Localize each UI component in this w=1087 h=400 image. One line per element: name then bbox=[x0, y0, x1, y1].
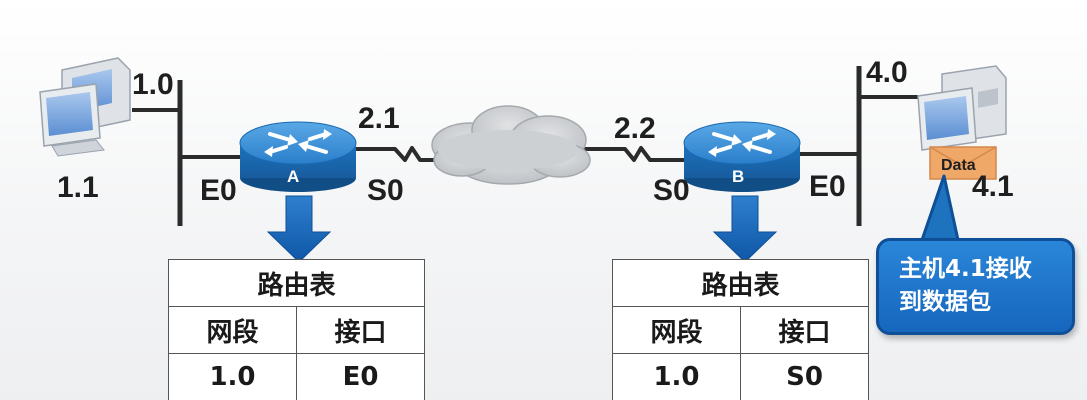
callout-line-2: 到数据包 bbox=[899, 289, 991, 315]
router-b-lan-interface-label: E0 bbox=[809, 170, 846, 203]
table-row: 1.0 E0 bbox=[168, 353, 426, 400]
router-b-wan-address-label: 2.2 bbox=[614, 112, 656, 145]
data-packet-envelope-icon bbox=[929, 146, 997, 180]
router-a-wan-interface-label: S0 bbox=[367, 174, 404, 207]
router-a-icon bbox=[239, 121, 357, 192]
table-row: 1.0 S0 bbox=[612, 353, 870, 400]
host-receive-callout: 主机4.1接收 到数据包 bbox=[876, 238, 1075, 335]
router-a-lan-interface-label: E0 bbox=[200, 174, 237, 207]
router-b-icon bbox=[683, 121, 801, 192]
callout-pointer bbox=[920, 174, 960, 242]
routing-table-a-cell-interface: E0 bbox=[295, 353, 426, 400]
routing-table-a: 路由表 网段 接口 1.0 E0 bbox=[167, 259, 426, 400]
down-arrow-icon-a bbox=[266, 195, 332, 263]
down-arrow-icon-b bbox=[712, 195, 778, 263]
routing-table-a-cell-segment: 1.0 bbox=[168, 353, 297, 400]
router-a-name: A bbox=[287, 167, 300, 186]
right-network-label: 4.0 bbox=[866, 56, 908, 89]
data-packet-label: Data bbox=[941, 157, 976, 174]
lan-segment-left bbox=[132, 80, 242, 226]
serial-link-right bbox=[582, 146, 692, 162]
serial-link-left bbox=[352, 146, 435, 162]
router-b-name: B bbox=[732, 167, 745, 186]
router-a-wan-address-label: 2.1 bbox=[358, 102, 400, 135]
routing-table-b-header-segment: 网段 bbox=[612, 306, 741, 354]
routing-table-a-header-interface: 接口 bbox=[295, 306, 426, 354]
left-host-address-label: 1.1 bbox=[57, 171, 99, 204]
routing-table-b-cell-interface: S0 bbox=[739, 353, 870, 400]
routing-table-b-title: 路由表 bbox=[611, 259, 870, 307]
right-host-address-label: 4.1 bbox=[972, 170, 1014, 203]
routing-table-b: 路由表 网段 接口 1.0 S0 bbox=[611, 259, 870, 400]
routing-table-b-cell-segment: 1.0 bbox=[612, 353, 741, 400]
left-network-label: 1.0 bbox=[132, 68, 174, 101]
host-right-pc-icon bbox=[917, 65, 1007, 151]
callout-line-1: 主机4.1接收 bbox=[899, 256, 1032, 282]
lan-segment-right bbox=[798, 66, 918, 226]
routing-table-a-title: 路由表 bbox=[167, 259, 426, 307]
wan-cloud-icon bbox=[431, 105, 591, 185]
routing-table-a-header-segment: 网段 bbox=[168, 306, 297, 354]
router-b-wan-interface-label: S0 bbox=[653, 174, 690, 207]
host-left-pc-icon bbox=[39, 57, 131, 157]
routing-table-b-header-interface: 接口 bbox=[739, 306, 870, 354]
